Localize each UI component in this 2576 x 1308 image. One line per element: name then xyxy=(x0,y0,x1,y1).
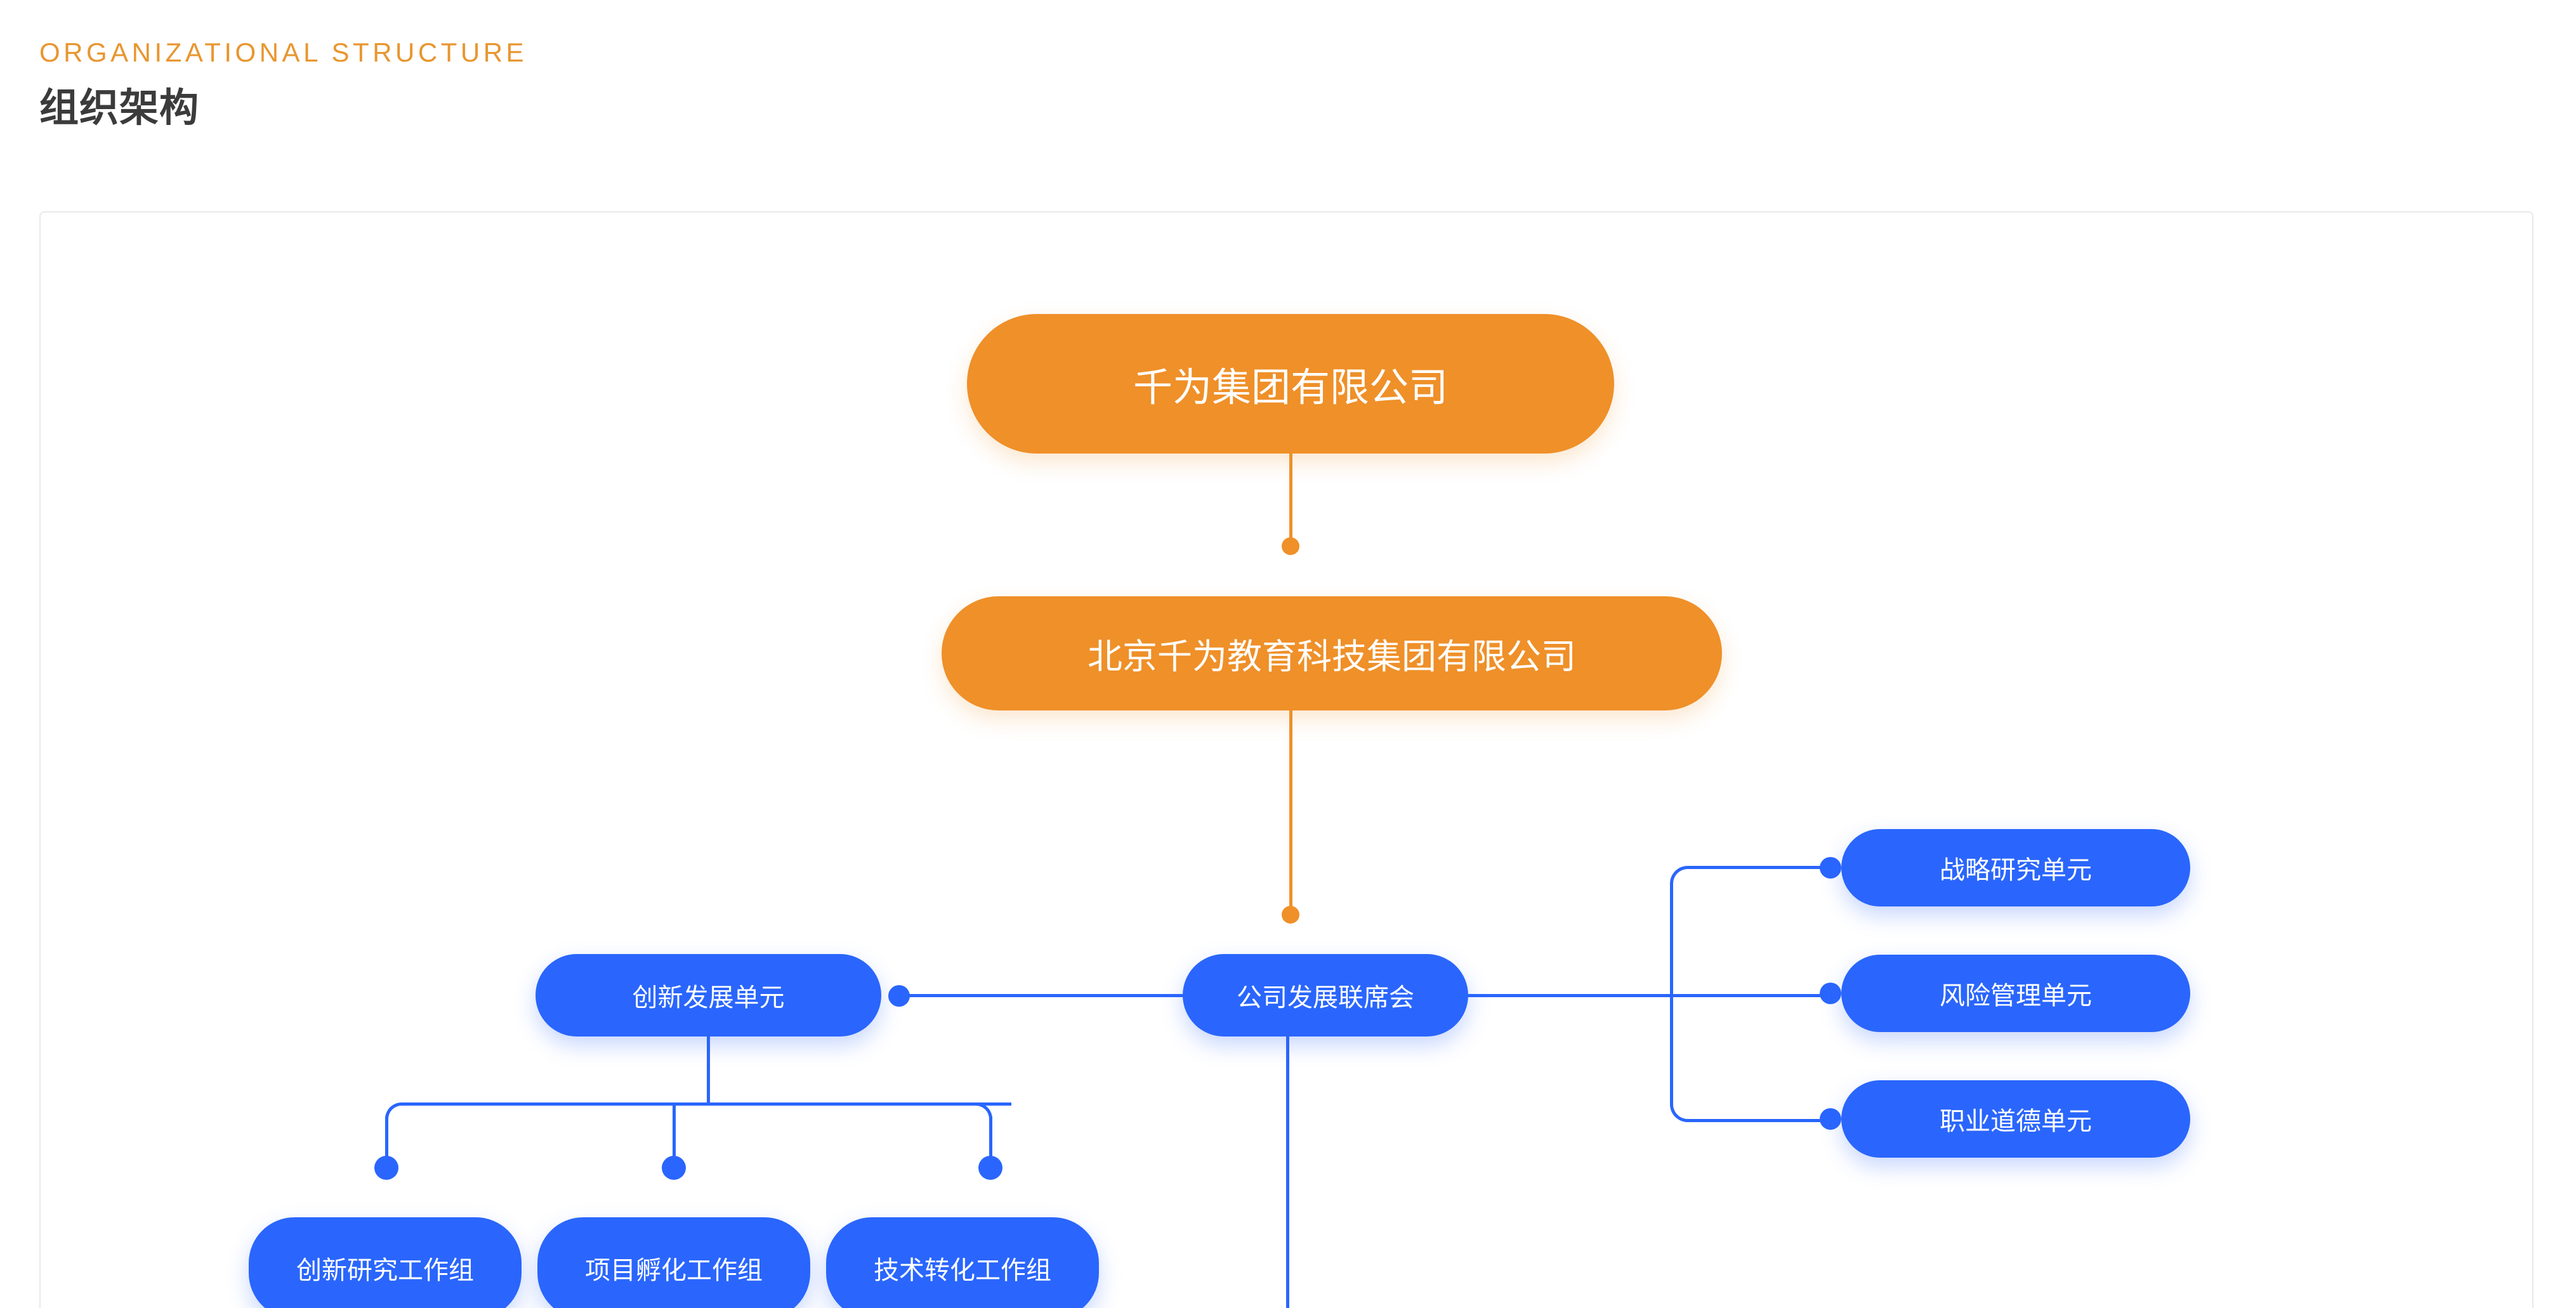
org-chart-card: 千为集团有限公司 北京千为教育科技集团有限公司 公司发展联席会 创新发展单元 战… xyxy=(39,211,2533,1308)
connector-bus-to-risk xyxy=(1670,994,1834,997)
org-node-strategy-unit[interactable]: 战略研究单元 xyxy=(1841,829,2190,906)
connector-drop-wg1 xyxy=(385,1116,388,1166)
connector-elbow-ethics xyxy=(1670,994,1816,1122)
connector-beijing-to-council xyxy=(1289,710,1292,812)
connector-council-downward xyxy=(1286,1037,1289,1308)
org-node-development-council[interactable]: 公司发展联席会 xyxy=(1183,954,1468,1037)
org-node-risk-unit[interactable]: 风险管理单元 xyxy=(1841,955,2190,1032)
connector-bus-to-strategy xyxy=(1688,866,1834,869)
connector-council-to-right-bus xyxy=(1467,994,1673,997)
connector-dot-council xyxy=(1282,906,1299,924)
connector-innovation-stem xyxy=(707,1037,710,1104)
connector-dot-ethics xyxy=(1820,1108,1841,1130)
org-chart-canvas: 千为集团有限公司 北京千为教育科技集团有限公司 公司发展联席会 创新发展单元 战… xyxy=(41,213,2532,1308)
connector-council-stem xyxy=(1289,812,1292,907)
org-node-innovation-research-group[interactable]: 创新研究工作组 xyxy=(249,1217,522,1308)
org-node-tech-transfer-group[interactable]: 技术转化工作组 xyxy=(826,1217,1099,1308)
connector-dot-wg2 xyxy=(662,1156,686,1180)
connector-drop-wg2 xyxy=(673,1102,676,1166)
page-header: ORGANIZATIONAL STRUCTURE 组织架构 xyxy=(39,39,1308,128)
connector-dot-beijing xyxy=(1282,537,1299,555)
connector-bus-to-ethics xyxy=(1688,1119,1834,1122)
connector-drop-wg3 xyxy=(989,1116,992,1166)
connector-council-to-innovation xyxy=(904,994,1184,997)
org-node-root[interactable]: 千为集团有限公司 xyxy=(967,314,1614,454)
connector-dot-innovation xyxy=(888,985,910,1007)
page-eyebrow-label: ORGANIZATIONAL STRUCTURE xyxy=(39,37,528,67)
page-title: 组织架构 xyxy=(39,86,200,130)
connector-root-to-beijing xyxy=(1289,454,1292,549)
org-node-beijing-subsidiary[interactable]: 北京千为教育科技集团有限公司 xyxy=(942,596,1722,710)
connector-dot-wg1 xyxy=(374,1156,398,1180)
org-node-project-incubation-group[interactable]: 项目孵化工作组 xyxy=(537,1217,810,1308)
connector-dot-wg3 xyxy=(978,1156,1002,1180)
connector-dot-risk xyxy=(1820,983,1841,1004)
connector-workinggroup-bus xyxy=(402,1102,1011,1106)
org-node-innovation-unit[interactable]: 创新发展单元 xyxy=(536,954,881,1037)
connector-dot-strategy xyxy=(1820,857,1841,879)
org-node-ethics-unit[interactable]: 职业道德单元 xyxy=(1841,1080,2190,1158)
connector-elbow-strategy xyxy=(1670,866,1816,996)
